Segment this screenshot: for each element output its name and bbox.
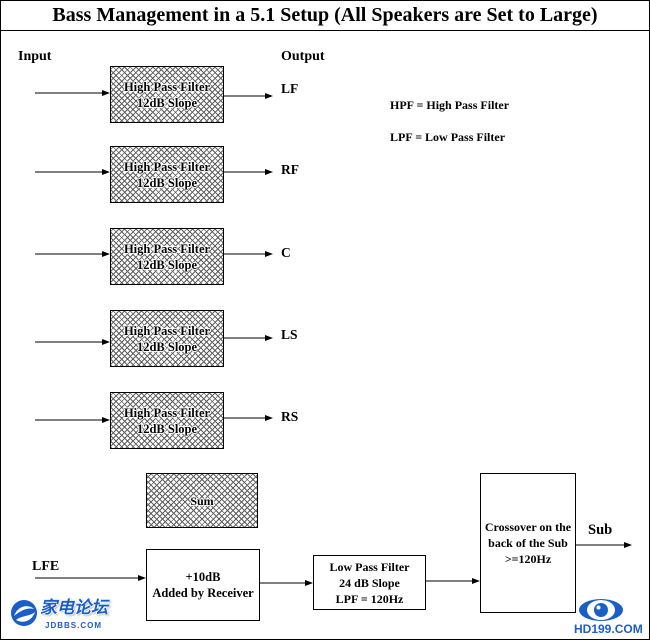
- output-arrow-rf: [224, 169, 273, 175]
- arrowhead: [102, 339, 110, 345]
- hd199-logo: HD199.COM: [571, 598, 643, 636]
- hpf-box-ls: High Pass Filter 12dB Slope: [110, 310, 224, 367]
- low-pass-filter-box: Low Pass Filter 24 dB Slope LPF = 120Hz: [313, 555, 426, 610]
- jdbbs-logo-name: 家电论坛: [40, 598, 108, 618]
- input-arrow-lf: [35, 90, 110, 96]
- hpf-box-lf: High Pass Filter 12dB Slope: [110, 66, 224, 123]
- hpf-filter-name: High Pass Filter: [123, 79, 211, 94]
- lpf-to-crossover-arrow: [426, 578, 480, 584]
- hpf-filter-name: High Pass Filter: [123, 405, 211, 420]
- receiver-note: Added by Receiver: [152, 586, 254, 600]
- sum-box: Sum: [146, 473, 258, 528]
- legend-lpf: LPF = Low Pass Filter: [390, 130, 506, 144]
- output-arrow-lf: [224, 93, 273, 99]
- arrowhead: [102, 90, 110, 96]
- crossover-line-3: >=120Hz: [504, 552, 552, 566]
- title-bar: Bass Management in a 5.1 Setup (All Spea…: [0, 0, 650, 31]
- arrowhead: [265, 335, 273, 341]
- arrowhead: [102, 417, 110, 423]
- hpf-slope: 12dB Slope: [136, 175, 198, 190]
- output-arrow-ls: [224, 335, 273, 341]
- crossover-to-sub-arrow: [576, 542, 632, 548]
- lfe-input-label: LFE: [32, 559, 60, 574]
- lpf-name: Low Pass Filter: [329, 559, 410, 574]
- sub-crossover-box: Crossover on the back of the Sub >=120Hz: [480, 473, 576, 613]
- output-label-rf: RF: [281, 162, 299, 177]
- arrowhead: [265, 415, 273, 421]
- input-arrow-c: [35, 251, 110, 257]
- arrowhead: [265, 169, 273, 175]
- hpf-slope: 12dB Slope: [136, 339, 198, 354]
- hpf-slope: 12dB Slope: [136, 95, 198, 110]
- jdbbs-logo: 家电论坛 JDBBS.COM: [10, 597, 114, 635]
- hpf-filter-name: High Pass Filter: [123, 323, 211, 338]
- arrowhead: [102, 169, 110, 175]
- sub-output-label: Sub: [588, 522, 613, 538]
- arrowhead: [265, 93, 273, 99]
- eye-pupil: [594, 603, 608, 617]
- receiver-to-lpf-arrow: [260, 580, 313, 586]
- output-arrow-c: [224, 251, 273, 257]
- input-arrow-ls: [35, 339, 110, 345]
- diagram-title: Bass Management in a 5.1 Setup (All Spea…: [52, 4, 598, 26]
- hpf-filter-name: High Pass Filter: [123, 241, 211, 256]
- crossover-line-2: back of the Sub: [488, 536, 568, 550]
- hpf-filter-name: High Pass Filter: [123, 159, 211, 174]
- arrowhead: [102, 251, 110, 257]
- output-label-rs: RS: [281, 409, 299, 424]
- output-arrow-rs: [224, 415, 273, 421]
- sum-label: Sum: [190, 493, 214, 508]
- lpf-cutoff: LPF = 120Hz: [335, 591, 404, 606]
- hpf-slope: 12dB Slope: [136, 257, 198, 272]
- output-label-lf: LF: [281, 81, 299, 96]
- output-column-label: Output: [281, 49, 325, 64]
- jdbbs-logo-site: JDBBS.COM: [45, 621, 103, 630]
- output-label-ls: LS: [281, 327, 298, 342]
- arrowhead: [472, 578, 480, 584]
- arrowhead: [138, 575, 146, 581]
- receiver-gain: +10dB: [185, 570, 221, 584]
- hpf-box-rs: High Pass Filter 12dB Slope: [110, 392, 224, 449]
- hd199-eye-icon: [579, 599, 623, 621]
- arrowhead: [265, 251, 273, 257]
- input-column-label: Input: [18, 49, 52, 64]
- lfe-input-arrow: [35, 575, 146, 581]
- legend-hpf: HPF = High Pass Filter: [390, 98, 510, 112]
- hpf-slope: 12dB Slope: [136, 421, 198, 436]
- input-arrow-rf: [35, 169, 110, 175]
- hd199-logo-site: HD199.COM: [574, 622, 643, 636]
- eye-highlight: [596, 605, 601, 610]
- arrowhead: [624, 542, 632, 548]
- output-label-c: C: [281, 245, 291, 260]
- hpf-box-rf: High Pass Filter 12dB Slope: [110, 146, 224, 203]
- swirl-disc: [11, 600, 37, 626]
- crossover-line-1: Crossover on the: [484, 520, 572, 534]
- input-arrow-rs: [35, 417, 110, 423]
- swirl-stroke-lower: [16, 612, 35, 622]
- swirl-stroke-upper: [14, 606, 34, 616]
- receiver-gain-box: +10dB Added by Receiver: [146, 549, 260, 621]
- lpf-slope: 24 dB Slope: [339, 575, 400, 590]
- hpf-box-c: High Pass Filter 12dB Slope: [110, 228, 224, 285]
- jdbbs-swirl-icon: [11, 600, 37, 626]
- arrowhead: [305, 580, 313, 586]
